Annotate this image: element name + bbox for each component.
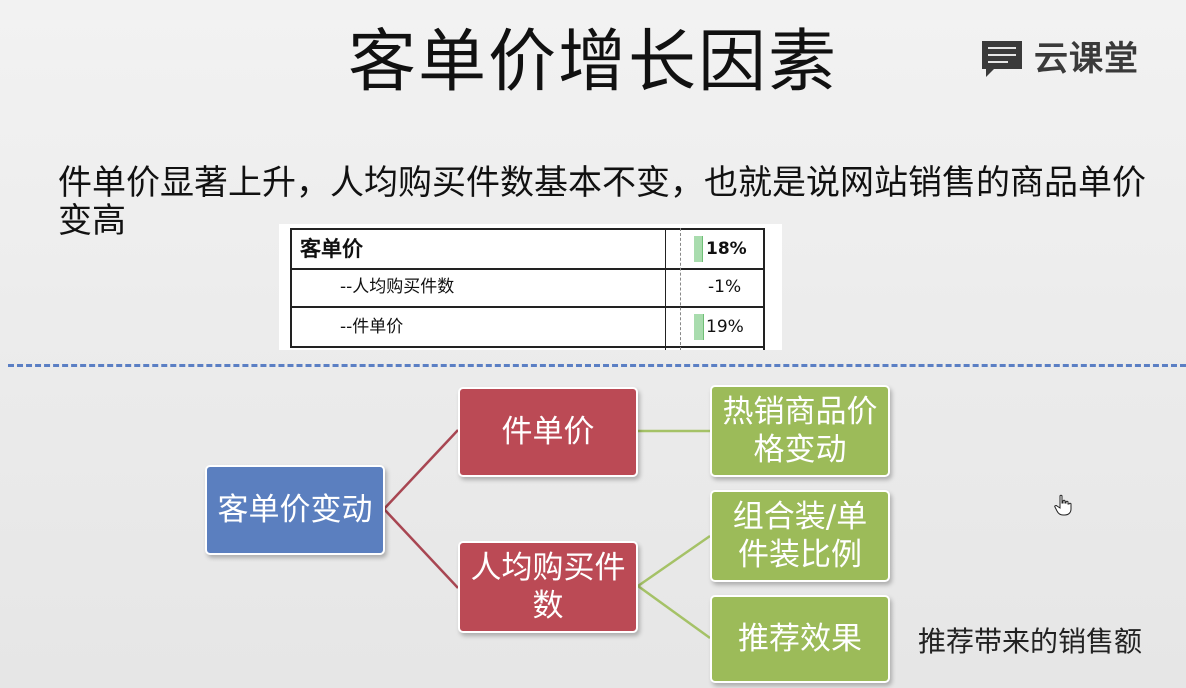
- logo: 云课堂: [980, 36, 1139, 82]
- side-note: 推荐带来的销售额: [918, 625, 1143, 658]
- table-row-items-per-buyer: --人均购买件数 -1%: [290, 268, 763, 308]
- slide-title: 客单价增长因素: [347, 23, 838, 102]
- table-row-item-price: --件单价 19%: [290, 308, 763, 348]
- leaf-node-bundle-ratio: 组合装/单件装比例: [710, 490, 890, 582]
- connector-count-to-recommend: [637, 584, 711, 640]
- table-border-left: [290, 228, 292, 346]
- table-row-value: 19%: [706, 317, 744, 337]
- branch-node-items-per-buyer: 人均购买件数: [458, 541, 638, 633]
- chat-bubble-icon: [982, 41, 1022, 77]
- table-row-label: 客单价: [300, 237, 363, 261]
- table-zero-line: [680, 228, 681, 350]
- table-row-value: -1%: [708, 277, 742, 297]
- connector-root-to-count: [383, 508, 459, 589]
- table-row-label: --人均购买件数: [340, 277, 455, 297]
- percent-bar: [694, 236, 703, 262]
- table-column-divider: [665, 228, 666, 350]
- slide-subtitle: 件单价显著上升，人均购买件数基本不变，也就是说网站销售的商品单价变高: [58, 163, 1146, 241]
- connector-count-to-bundle: [637, 534, 711, 588]
- leaf-node-hot-product-price: 热销商品价格变动: [710, 385, 890, 477]
- leaf-node-recommendation: 推荐效果: [710, 595, 890, 683]
- branch-node-item-price: 件单价: [458, 387, 638, 477]
- stats-table: 客单价 18% --人均购买件数 -1% --件单价 19%: [279, 224, 782, 350]
- root-node: 客单价变动: [205, 465, 385, 555]
- percent-bar: [694, 314, 704, 340]
- tree-connectors: [383, 429, 711, 640]
- factor-tree-diagram: 客单价变动 件单价 人均购买件数 热销商品价格变动 组合装/单件装比例 推荐效果: [0, 370, 1186, 688]
- table-row-order-value: 客单价 18%: [290, 228, 763, 270]
- logo-text: 云课堂: [1034, 39, 1139, 79]
- table-row-label: --件单价: [340, 317, 404, 337]
- table-border-right: [763, 228, 765, 350]
- table-row-value: 18%: [706, 239, 747, 259]
- hand-cursor-icon: [1054, 494, 1072, 516]
- dashed-divider: [8, 364, 1186, 367]
- connector-root-to-price: [383, 429, 459, 510]
